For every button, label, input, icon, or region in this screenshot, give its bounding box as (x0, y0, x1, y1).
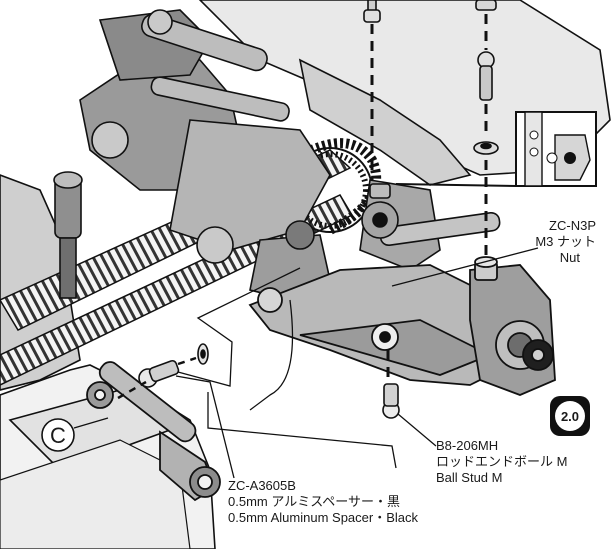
ball-stud-name-en: Ball Stud M (436, 470, 502, 485)
assembly-guide-lines (370, 14, 488, 380)
exploded-stack-right (363, 0, 499, 199)
turnbuckle-assembly (86, 361, 221, 502)
version-badge: 2.0 (550, 396, 590, 436)
ball-stud-name-jp: ロッドエンドボール M (436, 454, 567, 469)
callout-ball-stud: B8-206MH ロッドエンドボール M Ball Stud M (436, 438, 567, 485)
version-badge-label: 2.0 (561, 409, 579, 424)
nut-name-en: Nut (560, 250, 581, 265)
nut-part-number: ZC-N3P (549, 218, 596, 233)
hub-carrier (469, 256, 556, 396)
left-damper-post (53, 171, 83, 299)
callout-nut: ZC-N3P M3 ナット Nut (535, 218, 596, 265)
spacer-name-jp: 0.5mm アルミスペーサー・黒 (228, 494, 400, 509)
ball-stud-spacer-exploded (117, 343, 400, 419)
spacer-part-number: ZC-A3605B (228, 478, 296, 493)
callout-leaders (175, 247, 539, 479)
callout-spacer: ZC-A3605B 0.5mm アルミスペーサー・黒 0.5mm Aluminu… (228, 478, 419, 525)
marker-c-label: C (50, 423, 66, 448)
camber-link (361, 201, 501, 247)
nut-name-jp: M3 ナット (535, 234, 596, 249)
upper-structure (79, 9, 441, 301)
detail-inset (395, 111, 597, 187)
ball-stud-part-number: B8-206MH (436, 438, 498, 453)
spacer-name-en: 0.5mm Aluminum Spacer・Black (228, 510, 419, 525)
marker-c: C (41, 417, 109, 452)
